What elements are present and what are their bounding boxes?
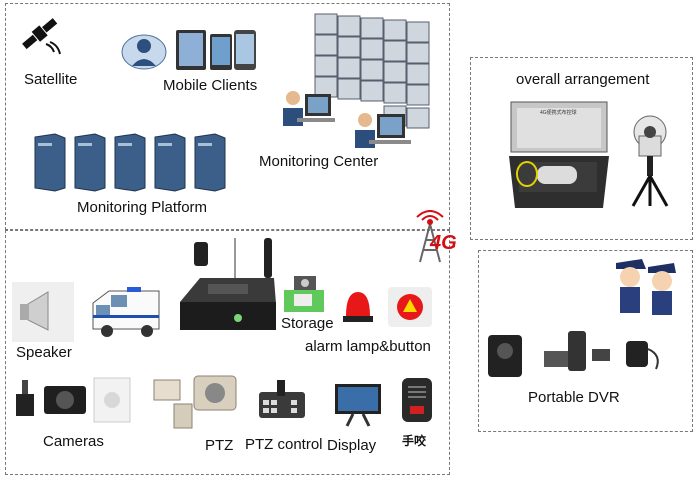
ptz-control-label: PTZ control — [245, 436, 323, 453]
ptz-control-icon — [259, 380, 305, 418]
case-label: 4G便携式布控球 — [540, 110, 577, 116]
cameras-label: Cameras — [43, 433, 104, 450]
monitoring-center-label: Monitoring Center — [259, 153, 379, 170]
speaker-icon — [12, 282, 74, 342]
mobile-clients-icon — [121, 30, 256, 70]
alarm-button-icon — [388, 287, 432, 327]
speaker-label: Speaker — [16, 344, 72, 361]
handheld-mic-label: 手咬 — [402, 434, 427, 448]
control-section-box — [5, 3, 450, 230]
servers-icon — [34, 133, 226, 192]
equipment-case-icon — [509, 101, 609, 208]
display-label: Display — [327, 437, 377, 454]
network-4g-icon — [416, 210, 444, 263]
vehicle-section-box — [5, 230, 450, 475]
network-4g-badge: 4G — [430, 232, 457, 254]
satellite-icon — [22, 18, 61, 55]
police-van-icon — [92, 287, 160, 337]
police-figures-icon — [616, 259, 676, 315]
ptz-camera-icon — [153, 375, 237, 429]
arrangement-panel-box — [470, 57, 693, 240]
mdvr-device-icon — [180, 278, 276, 330]
storage-label: Storage — [281, 315, 334, 332]
portable-dvr-label: Portable DVR — [528, 389, 620, 406]
display-icon — [335, 384, 381, 427]
satellite-label: Satellite — [24, 71, 78, 88]
mobile-clients-label: Mobile Clients — [163, 77, 258, 94]
tripod-ptz-icon — [631, 115, 669, 207]
alarm-label: alarm lamp&button — [305, 338, 431, 355]
handheld-mic-icon — [402, 378, 432, 422]
monitoring-platform-label: Monitoring Platform — [77, 199, 208, 216]
storage-icon — [284, 276, 324, 312]
overall-arrangement-label: overall arrangement — [516, 71, 650, 88]
cameras-icon — [16, 377, 131, 423]
alarm-lamp-icon — [343, 292, 373, 322]
monitoring-operators-icon — [283, 91, 411, 148]
portable-dvr-panel-box — [478, 250, 693, 432]
portable-dvr-icon — [488, 331, 659, 377]
antennas-icon — [194, 238, 272, 280]
ptz-label: PTZ — [205, 437, 234, 454]
